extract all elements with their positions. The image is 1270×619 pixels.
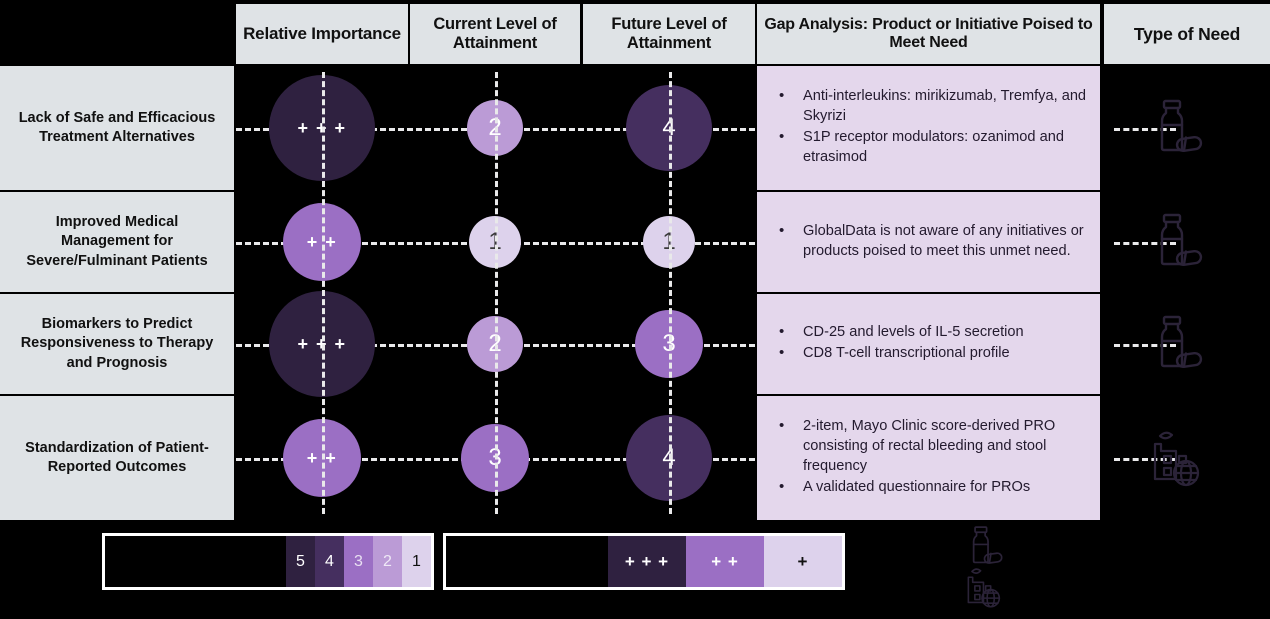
need-label-text: Improved Medical Management for Severe/F… — [26, 214, 208, 269]
vertical-connector-col-3 — [669, 72, 672, 514]
need-label-row-4: Standardization of Patient-Reported Outc… — [0, 396, 234, 520]
need-label-row-2: Improved Medical Management for Severe/F… — [0, 192, 234, 292]
vertical-connector-col-1 — [322, 72, 325, 514]
legend-attainment-swatch-4[interactable]: 4 — [315, 536, 344, 587]
header-label: Future Level of Attainment — [611, 15, 727, 52]
need-label-text: Lack of Safe and Efficacious Treatment A… — [18, 109, 216, 145]
gap-item: A validated questionnaire for PROs — [769, 477, 1090, 498]
connector-line-type-row-2 — [1114, 242, 1176, 245]
need-label-row-3: Biomarkers to Predict Responsiveness to … — [0, 294, 234, 394]
legend-importance-swatch-+[interactable]: + — [764, 536, 842, 587]
header-current-level: Current Level of Attainment — [410, 4, 580, 64]
legend-attainment-label — [105, 536, 286, 587]
legend-importance: + + ++ ++ — [443, 533, 845, 590]
gap-analysis-row-4: 2-item, Mayo Clinic score-derived PRO co… — [757, 396, 1100, 520]
vertical-connector-col-2 — [495, 72, 498, 514]
header-future-level: Future Level of Attainment — [583, 4, 755, 64]
type-of-need-pill-bottle-icon-row-3 — [1150, 314, 1206, 379]
need-label-row-1: Lack of Safe and Efficacious Treatment A… — [0, 66, 234, 190]
connector-line-type-row-3 — [1114, 344, 1176, 347]
header-type-of-need: Type of Need — [1104, 4, 1270, 64]
gap-item: Anti-interleukins: mirikizumab, Tremfya,… — [769, 86, 1090, 127]
need-label-text: Standardization of Patient-Reported Outc… — [25, 439, 209, 475]
gap-item-list: GlobalData is not aware of any initiativ… — [769, 221, 1090, 263]
header-gap-analysis: Gap Analysis: Product or Initiative Pois… — [757, 4, 1100, 64]
icon-legend-item-factory-globe — [959, 565, 1004, 613]
gap-item-list: CD-25 and levels of IL-5 secretionCD8 T-… — [769, 322, 1090, 365]
connector-line-type-row-4 — [1114, 458, 1176, 461]
gap-analysis-row-2: GlobalData is not aware of any initiativ… — [757, 192, 1100, 292]
gap-item-list: 2-item, Mayo Clinic score-derived PRO co… — [769, 416, 1090, 498]
legend-attainment-swatch-5[interactable]: 5 — [286, 536, 315, 587]
gap-item: 2-item, Mayo Clinic score-derived PRO co… — [769, 416, 1090, 477]
header-label: Current Level of Attainment — [433, 15, 557, 52]
icon-legend-item-pill-bottle — [965, 525, 1005, 572]
need-label-text: Biomarkers to Predict Responsiveness to … — [20, 316, 214, 371]
connector-line-type-row-1 — [1114, 128, 1176, 131]
gap-item: CD-25 and levels of IL-5 secretion — [769, 322, 1090, 343]
header-label: Relative Importance — [243, 24, 401, 44]
gap-item: CD8 T-cell transcriptional profile — [769, 343, 1090, 364]
legend-importance-swatch-++[interactable]: + + — [686, 536, 764, 587]
header-label: Gap Analysis: Product or Initiative Pois… — [764, 15, 1093, 51]
gap-item-list: Anti-interleukins: mirikizumab, Tremfya,… — [769, 86, 1090, 168]
gap-analysis-row-1: Anti-interleukins: mirikizumab, Tremfya,… — [757, 66, 1100, 190]
type-of-need-pill-bottle-icon-row-1 — [1150, 98, 1206, 163]
type-of-need-pill-bottle-icon-row-2 — [1150, 212, 1206, 277]
legend-attainment-swatch-1[interactable]: 1 — [402, 536, 431, 587]
legend-importance-label — [446, 536, 608, 587]
legend-attainment-swatch-3[interactable]: 3 — [344, 536, 373, 587]
type-of-need-factory-globe-icon-row-4 — [1142, 427, 1204, 494]
header-relative-importance: Relative Importance — [236, 4, 408, 64]
gap-item: GlobalData is not aware of any initiativ… — [769, 221, 1090, 262]
gap-item: S1P receptor modulators: ozanimod and et… — [769, 127, 1090, 168]
legend-importance-swatch-+++[interactable]: + + + — [608, 536, 686, 587]
gap-analysis-row-3: CD-25 and levels of IL-5 secretionCD8 T-… — [757, 294, 1100, 394]
header-label: Type of Need — [1133, 23, 1241, 44]
legend-attainment-swatch-2[interactable]: 2 — [373, 536, 402, 587]
icon-legend — [955, 525, 1075, 617]
